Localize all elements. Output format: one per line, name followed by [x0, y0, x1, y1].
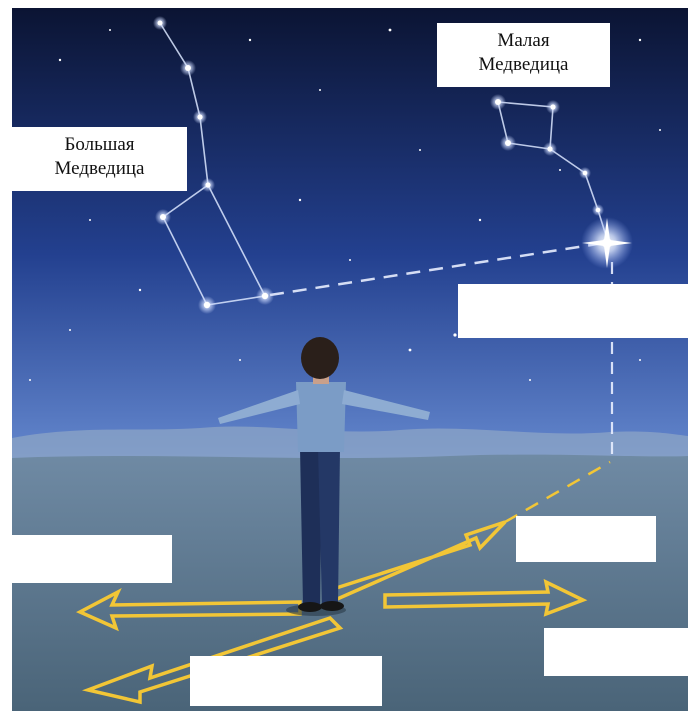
little-dipper-label-line1: Малая — [437, 29, 610, 53]
answer-box-north-star[interactable] — [458, 284, 688, 338]
polaris-star — [581, 217, 633, 269]
answer-box-west[interactable] — [12, 535, 172, 583]
answer-box-south[interactable] — [190, 656, 382, 706]
answer-box-north[interactable] — [516, 516, 656, 562]
answer-box-east[interactable] — [544, 628, 688, 676]
big-dipper-label: Большая Медведица — [12, 127, 187, 191]
little-dipper-label: Малая Медведица — [437, 23, 610, 87]
little-dipper-label-line2: Медведица — [437, 53, 610, 77]
big-dipper-label-line1: Большая — [12, 133, 187, 157]
big-dipper-label-line2: Медведица — [12, 157, 187, 181]
